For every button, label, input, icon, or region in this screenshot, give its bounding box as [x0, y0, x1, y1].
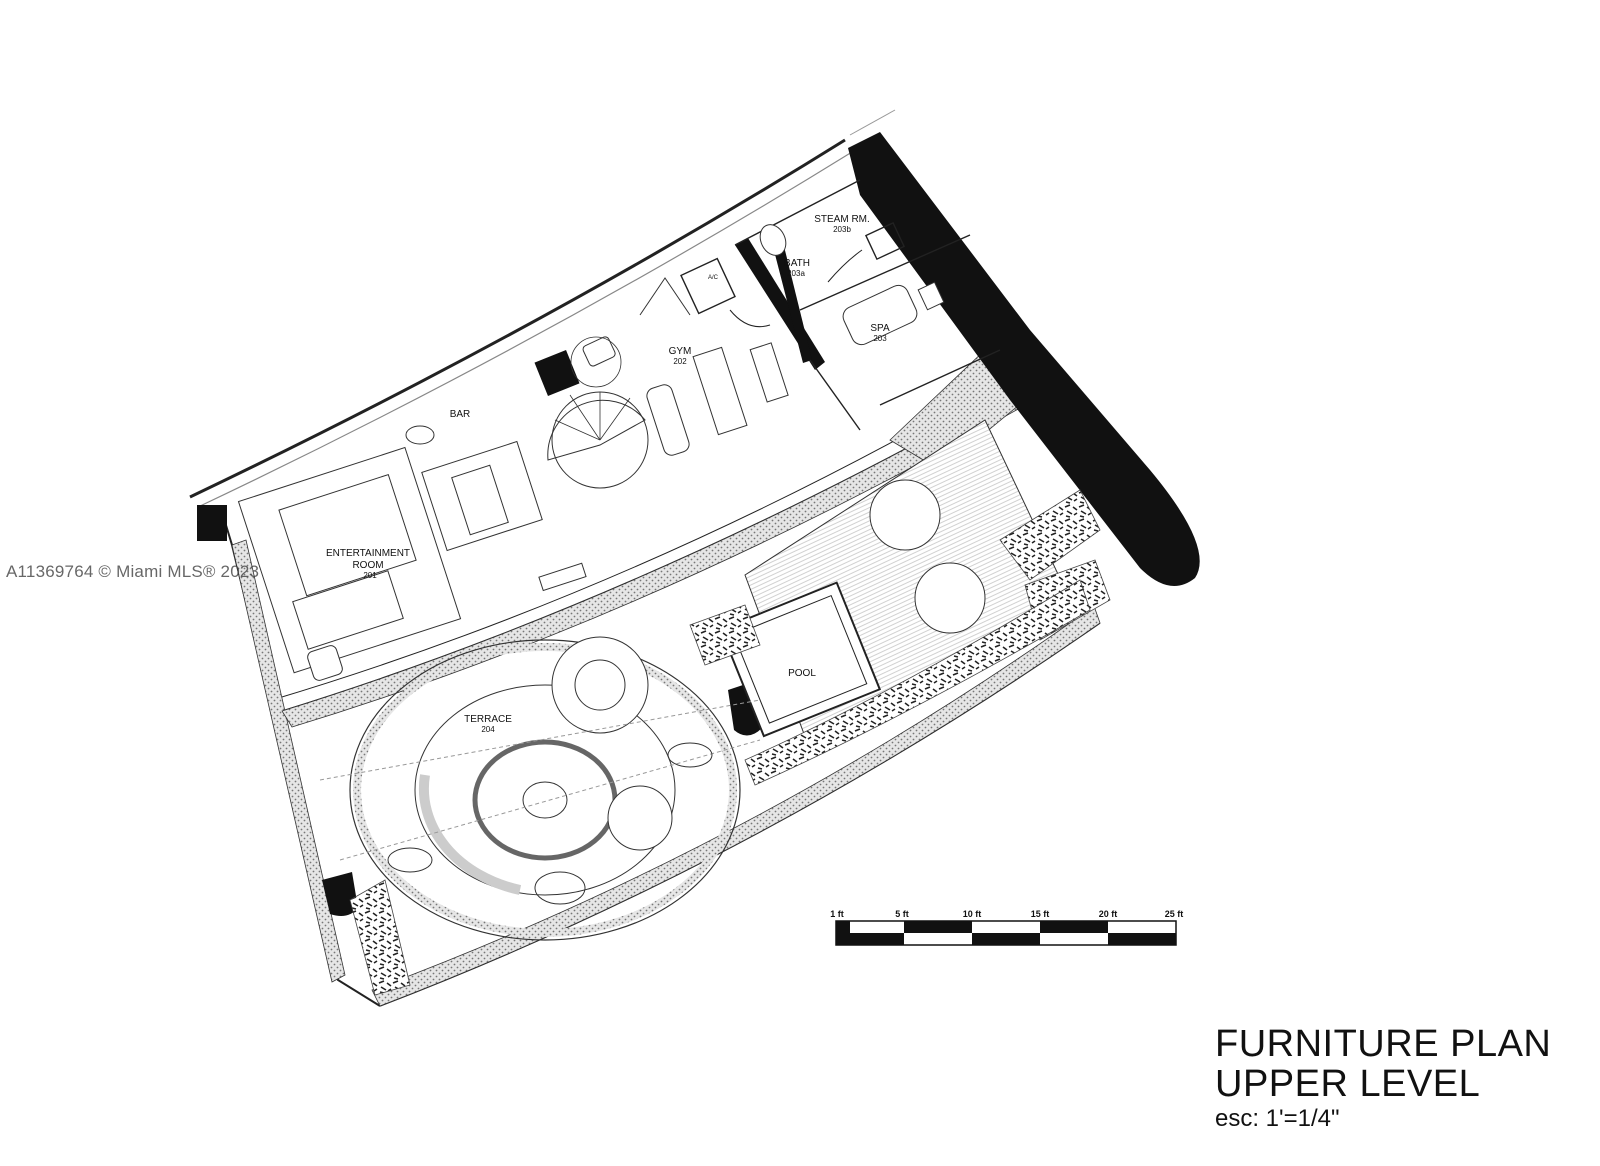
- plan-level: UPPER LEVEL: [1215, 1063, 1481, 1105]
- pool-deck: [719, 419, 1076, 751]
- scale-tick-15ft: 15 ft: [1031, 909, 1050, 919]
- label-ac: A/C: [708, 275, 719, 281]
- label-bath: BATH: [784, 258, 810, 269]
- label-gym: GYM: [669, 346, 692, 357]
- label-entertainment-room: ENTERTAINMENT: [326, 548, 410, 559]
- mls-watermark: A11369764 © Miami MLS® 2023: [6, 562, 260, 581]
- label-gym-number: 202: [673, 357, 687, 366]
- plan-title: FURNITURE PLAN: [1215, 1023, 1552, 1065]
- label-spa-number: 203: [873, 334, 887, 343]
- label-steam-room: STEAM RM.: [814, 214, 870, 225]
- gym-equipment: [547, 277, 789, 489]
- spa-fixtures: [759, 224, 945, 346]
- label-terrace-number: 204: [481, 725, 495, 734]
- interior-partitions: [680, 179, 1001, 431]
- scale-tick-20ft: 20 ft: [1099, 909, 1118, 919]
- scale-tick-10ft: 10 ft: [963, 909, 982, 919]
- scale-tick-25ft: 25 ft: [1165, 909, 1184, 919]
- terrace-layout: [319, 636, 761, 941]
- label-pool: POOL: [788, 668, 816, 679]
- label-bar: BAR: [450, 409, 471, 420]
- scale-bar: 1 ft 5 ft 10 ft 15 ft 20 ft 25 ft: [830, 909, 1184, 946]
- plan-title-block: FURNITURE PLAN UPPER LEVEL esc: 1'=1/4": [1215, 1025, 1551, 1131]
- scale-tick-1ft: 1 ft: [830, 909, 844, 919]
- label-bath-number: 203a: [787, 269, 805, 278]
- planters: [349, 489, 1111, 996]
- label-steam-room-number: 203b: [833, 225, 851, 234]
- plan-scale: esc: 1'=1/4": [1215, 1105, 1340, 1132]
- label-spa: SPA: [870, 323, 890, 334]
- scale-tick-5ft: 5 ft: [895, 909, 909, 919]
- label-entertainment-room-line2: ROOM: [352, 560, 383, 571]
- label-terrace: TERRACE: [464, 714, 512, 725]
- entertainment-room-furniture: [237, 425, 587, 681]
- label-entertainment-room-number: 201: [363, 571, 377, 580]
- room-labels: BAR ENTERTAINMENT ROOM 201 GYM 202 A/C B…: [326, 214, 890, 734]
